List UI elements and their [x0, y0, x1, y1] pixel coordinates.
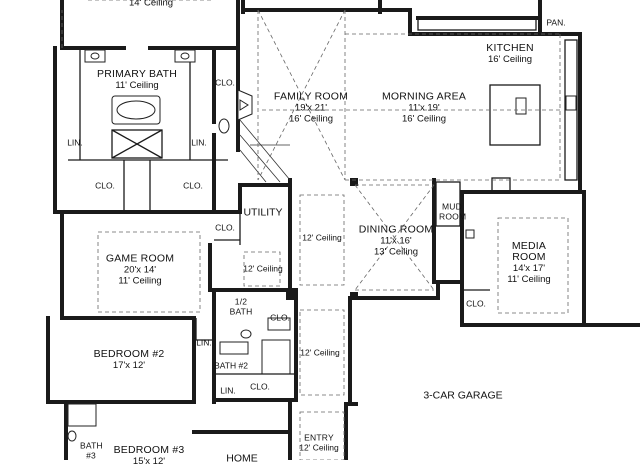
kitchen-ceiling: 16' Ceiling — [487, 54, 533, 65]
lin-bath2: LIN. — [196, 337, 212, 348]
media-room-name: MEDIA ROOM — [511, 240, 547, 263]
primary-bath-name: PRIMARY BATH — [96, 68, 178, 80]
family-room-ceiling: 16' Ceiling — [288, 113, 334, 125]
entry-name: ENTRY — [304, 432, 334, 443]
morning-area-label: MORNING AREA 11'x 19' 16' Ceiling — [381, 90, 467, 125]
game-room-label: GAME ROOM 20'x 14' 11' Ceiling — [105, 252, 175, 287]
interior-lines — [67, 17, 578, 442]
lin-hall: LIN. — [220, 385, 236, 396]
home-office-label: HOME — [226, 452, 258, 465]
game-room-size: 20'x 14' — [123, 264, 157, 276]
bath3-name: BATH #3 — [80, 440, 103, 460]
morning-area-ceiling: 16' Ceiling — [401, 113, 447, 125]
hall-ceiling-c: 12' Ceiling — [300, 347, 340, 358]
primary-bath-ceiling: 11' Ceiling — [115, 80, 159, 91]
family-room-name: FAMILY ROOM — [273, 90, 349, 103]
primary-suite-label: 14' Ceiling — [129, 0, 173, 9]
utility-label: UTILITY — [243, 206, 283, 219]
half-bath-label: 1/2 BATH — [228, 296, 254, 317]
pantry-label: PAN. — [546, 17, 566, 28]
morning-area-size: 11'x 19' — [408, 102, 440, 114]
bedroom2-name: BEDROOM #2 — [93, 348, 165, 360]
bath3-label: BATH #3 — [80, 440, 103, 461]
clo-primary-left: CLO. — [95, 180, 115, 191]
clo-half-bath: CLO. — [270, 312, 290, 323]
clo-utility: CLO. — [215, 222, 235, 233]
bedroom2-label: BEDROOM #2 17'x 12' — [93, 348, 165, 372]
dining-room-ceiling: 13' Ceiling — [373, 246, 419, 258]
clo-media: CLO. — [466, 298, 486, 309]
clo-bath2: CLO. — [250, 381, 270, 392]
primary-bath-label: PRIMARY BATH 11' Ceiling — [96, 68, 178, 92]
entry-ceiling: 12' Ceiling — [299, 442, 339, 452]
lin-right: LIN. — [191, 137, 207, 148]
morning-area-name: MORNING AREA — [381, 90, 467, 103]
mud-room-name: MUD ROOM — [439, 201, 467, 221]
bedroom3-label: BEDROOM #3 15'x 12' — [114, 445, 185, 467]
bath2-label: BATH #2 — [214, 360, 248, 371]
media-room-ceiling: 11' Ceiling — [507, 274, 551, 285]
bedroom3-name: BEDROOM #3 — [113, 444, 185, 456]
dining-room-label: DINING ROOM 11'x 16' 13' Ceiling — [358, 223, 434, 258]
family-room-size: 19'x 21' — [294, 102, 328, 114]
game-room-name: GAME ROOM — [105, 252, 175, 265]
entry-label: ENTRY 12' Ceiling — [299, 432, 339, 453]
clo-primary-bath: CLO. — [215, 77, 235, 88]
family-room-label: FAMILY ROOM 19'x 21' 16' Ceiling — [273, 90, 349, 125]
bedroom3-size: 15'x 12' — [132, 456, 166, 467]
kitchen-label: KITCHEN 16' Ceiling — [486, 42, 534, 66]
clo-primary-right: CLO. — [183, 180, 203, 191]
mud-room-label: MUD ROOM — [439, 201, 467, 222]
kitchen-name: KITCHEN — [486, 42, 534, 54]
media-room-size: 14'x 17' — [512, 263, 546, 274]
dining-room-name: DINING ROOM — [358, 223, 434, 236]
hall-ceiling-b: 12' Ceiling — [243, 263, 283, 274]
half-bath-name: 1/2 BATH — [229, 296, 253, 316]
lin-left: LIN. — [67, 137, 83, 148]
hall-ceiling-a: 12' Ceiling — [302, 232, 342, 243]
primary-suite-ceiling: 14' Ceiling — [128, 0, 174, 9]
game-room-ceiling: 11' Ceiling — [118, 275, 162, 287]
dining-room-size: 11'x 16' — [380, 235, 412, 247]
media-room-label: MEDIA ROOM 14'x 17' 11' Ceiling — [507, 240, 551, 286]
garage-label: 3-CAR GARAGE — [423, 389, 503, 402]
bedroom2-size: 17'x 12' — [112, 360, 146, 371]
